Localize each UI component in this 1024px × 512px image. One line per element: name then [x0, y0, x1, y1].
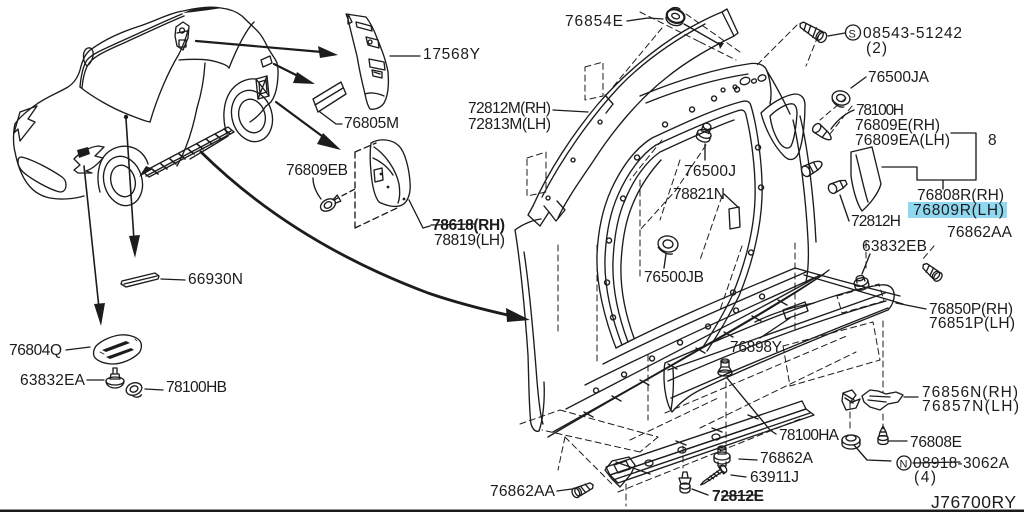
svg-text:8: 8 — [988, 132, 997, 149]
svg-text:(4): (4) — [914, 469, 936, 486]
svg-text:76898Y: 76898Y — [730, 339, 782, 356]
svg-text:76804Q: 76804Q — [9, 342, 62, 359]
svg-text:63911J: 63911J — [750, 469, 799, 486]
svg-text:J76700RY: J76700RY — [931, 492, 1016, 512]
svg-text:76857N(LH): 76857N(LH) — [922, 398, 1019, 415]
svg-text:17568Y: 17568Y — [423, 46, 480, 63]
svg-text:76809EA(LH): 76809EA(LH) — [855, 132, 950, 149]
svg-text:(2): (2) — [866, 40, 887, 57]
svg-text:76808E: 76808E — [910, 434, 962, 451]
svg-text:76809E(RH): 76809E(RH) — [855, 117, 940, 134]
svg-text:72813M(LH): 72813M(LH) — [468, 116, 551, 133]
svg-text:76808R(RH): 76808R(RH) — [917, 187, 1004, 204]
svg-text:78100H: 78100H — [856, 102, 904, 119]
svg-text:76851P(LH): 76851P(LH) — [929, 315, 1015, 332]
svg-text:S: S — [849, 29, 856, 41]
svg-text:72812E: 72812E — [712, 488, 764, 505]
svg-text:76805M: 76805M — [344, 115, 399, 132]
svg-text:66930N: 66930N — [188, 271, 243, 288]
svg-text:76809EB: 76809EB — [286, 162, 348, 179]
svg-text:78100HB: 78100HB — [166, 379, 227, 396]
svg-text:72812H: 72812H — [851, 213, 901, 230]
svg-text:72812M(RH): 72812M(RH) — [468, 100, 551, 117]
svg-text:76500JB: 76500JB — [644, 269, 704, 286]
svg-text:76862A: 76862A — [760, 450, 814, 467]
svg-text:76850P(RH): 76850P(RH) — [929, 301, 1013, 318]
svg-text:78821N: 78821N — [673, 186, 725, 203]
svg-text:76862AA: 76862AA — [947, 224, 1013, 241]
svg-text:76854E: 76854E — [565, 13, 623, 30]
svg-text:76500JA: 76500JA — [868, 69, 930, 86]
svg-text:78618(RH): 78618(RH) — [432, 217, 505, 234]
svg-text:78100HA: 78100HA — [779, 427, 840, 444]
svg-text:76500J: 76500J — [684, 163, 736, 180]
svg-text:N: N — [900, 459, 908, 471]
svg-text:08543-51242: 08543-51242 — [863, 25, 962, 42]
svg-text:08918-3062A: 08918-3062A — [913, 455, 1010, 472]
svg-text:76856N(RH): 76856N(RH) — [922, 384, 1018, 401]
svg-text:63832EB: 63832EB — [862, 238, 927, 255]
svg-text:63832EA: 63832EA — [20, 372, 86, 389]
svg-text:76809R(LH): 76809R(LH) — [913, 202, 1004, 219]
svg-text:76862AA: 76862AA — [490, 483, 556, 500]
svg-text:78819(LH): 78819(LH) — [434, 232, 505, 249]
